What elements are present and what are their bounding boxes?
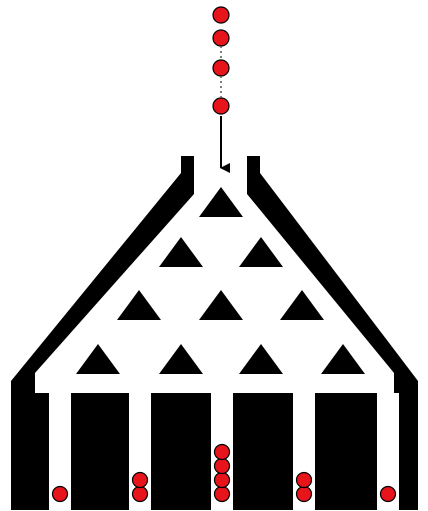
- bin-3-ball-2: [215, 473, 230, 488]
- incoming-ball-stream: [213, 7, 229, 114]
- peg-r4-4: [321, 344, 365, 374]
- right-funnel-wall: [247, 156, 418, 393]
- incoming-ball-2: [213, 30, 229, 46]
- bin-3-ball-4: [215, 445, 230, 460]
- incoming-ball-1: [213, 7, 229, 23]
- peg-r4-3: [239, 344, 283, 374]
- peg-r3-2: [199, 290, 243, 320]
- peg-r4-2: [159, 344, 203, 374]
- peg-r3-3: [280, 290, 324, 320]
- incoming-ball-4: [213, 98, 229, 114]
- peg-r2-1: [159, 237, 203, 267]
- peg-r3-1: [117, 290, 161, 320]
- peg-r2-2: [239, 237, 283, 267]
- bin-5-ball-1: [381, 487, 396, 502]
- incoming-ball-3: [213, 60, 229, 76]
- peg-r1-1: [199, 187, 243, 217]
- bin-3-ball-3: [215, 459, 230, 474]
- bin-4-ball-2: [297, 473, 312, 488]
- peg-r4-1: [76, 344, 120, 374]
- bin-2-ball-1: [133, 487, 148, 502]
- bin-2-ball-2: [133, 473, 148, 488]
- bin-3-ball-1: [215, 487, 230, 502]
- bin-4-ball-1: [297, 487, 312, 502]
- bin-1-ball-1: [53, 487, 68, 502]
